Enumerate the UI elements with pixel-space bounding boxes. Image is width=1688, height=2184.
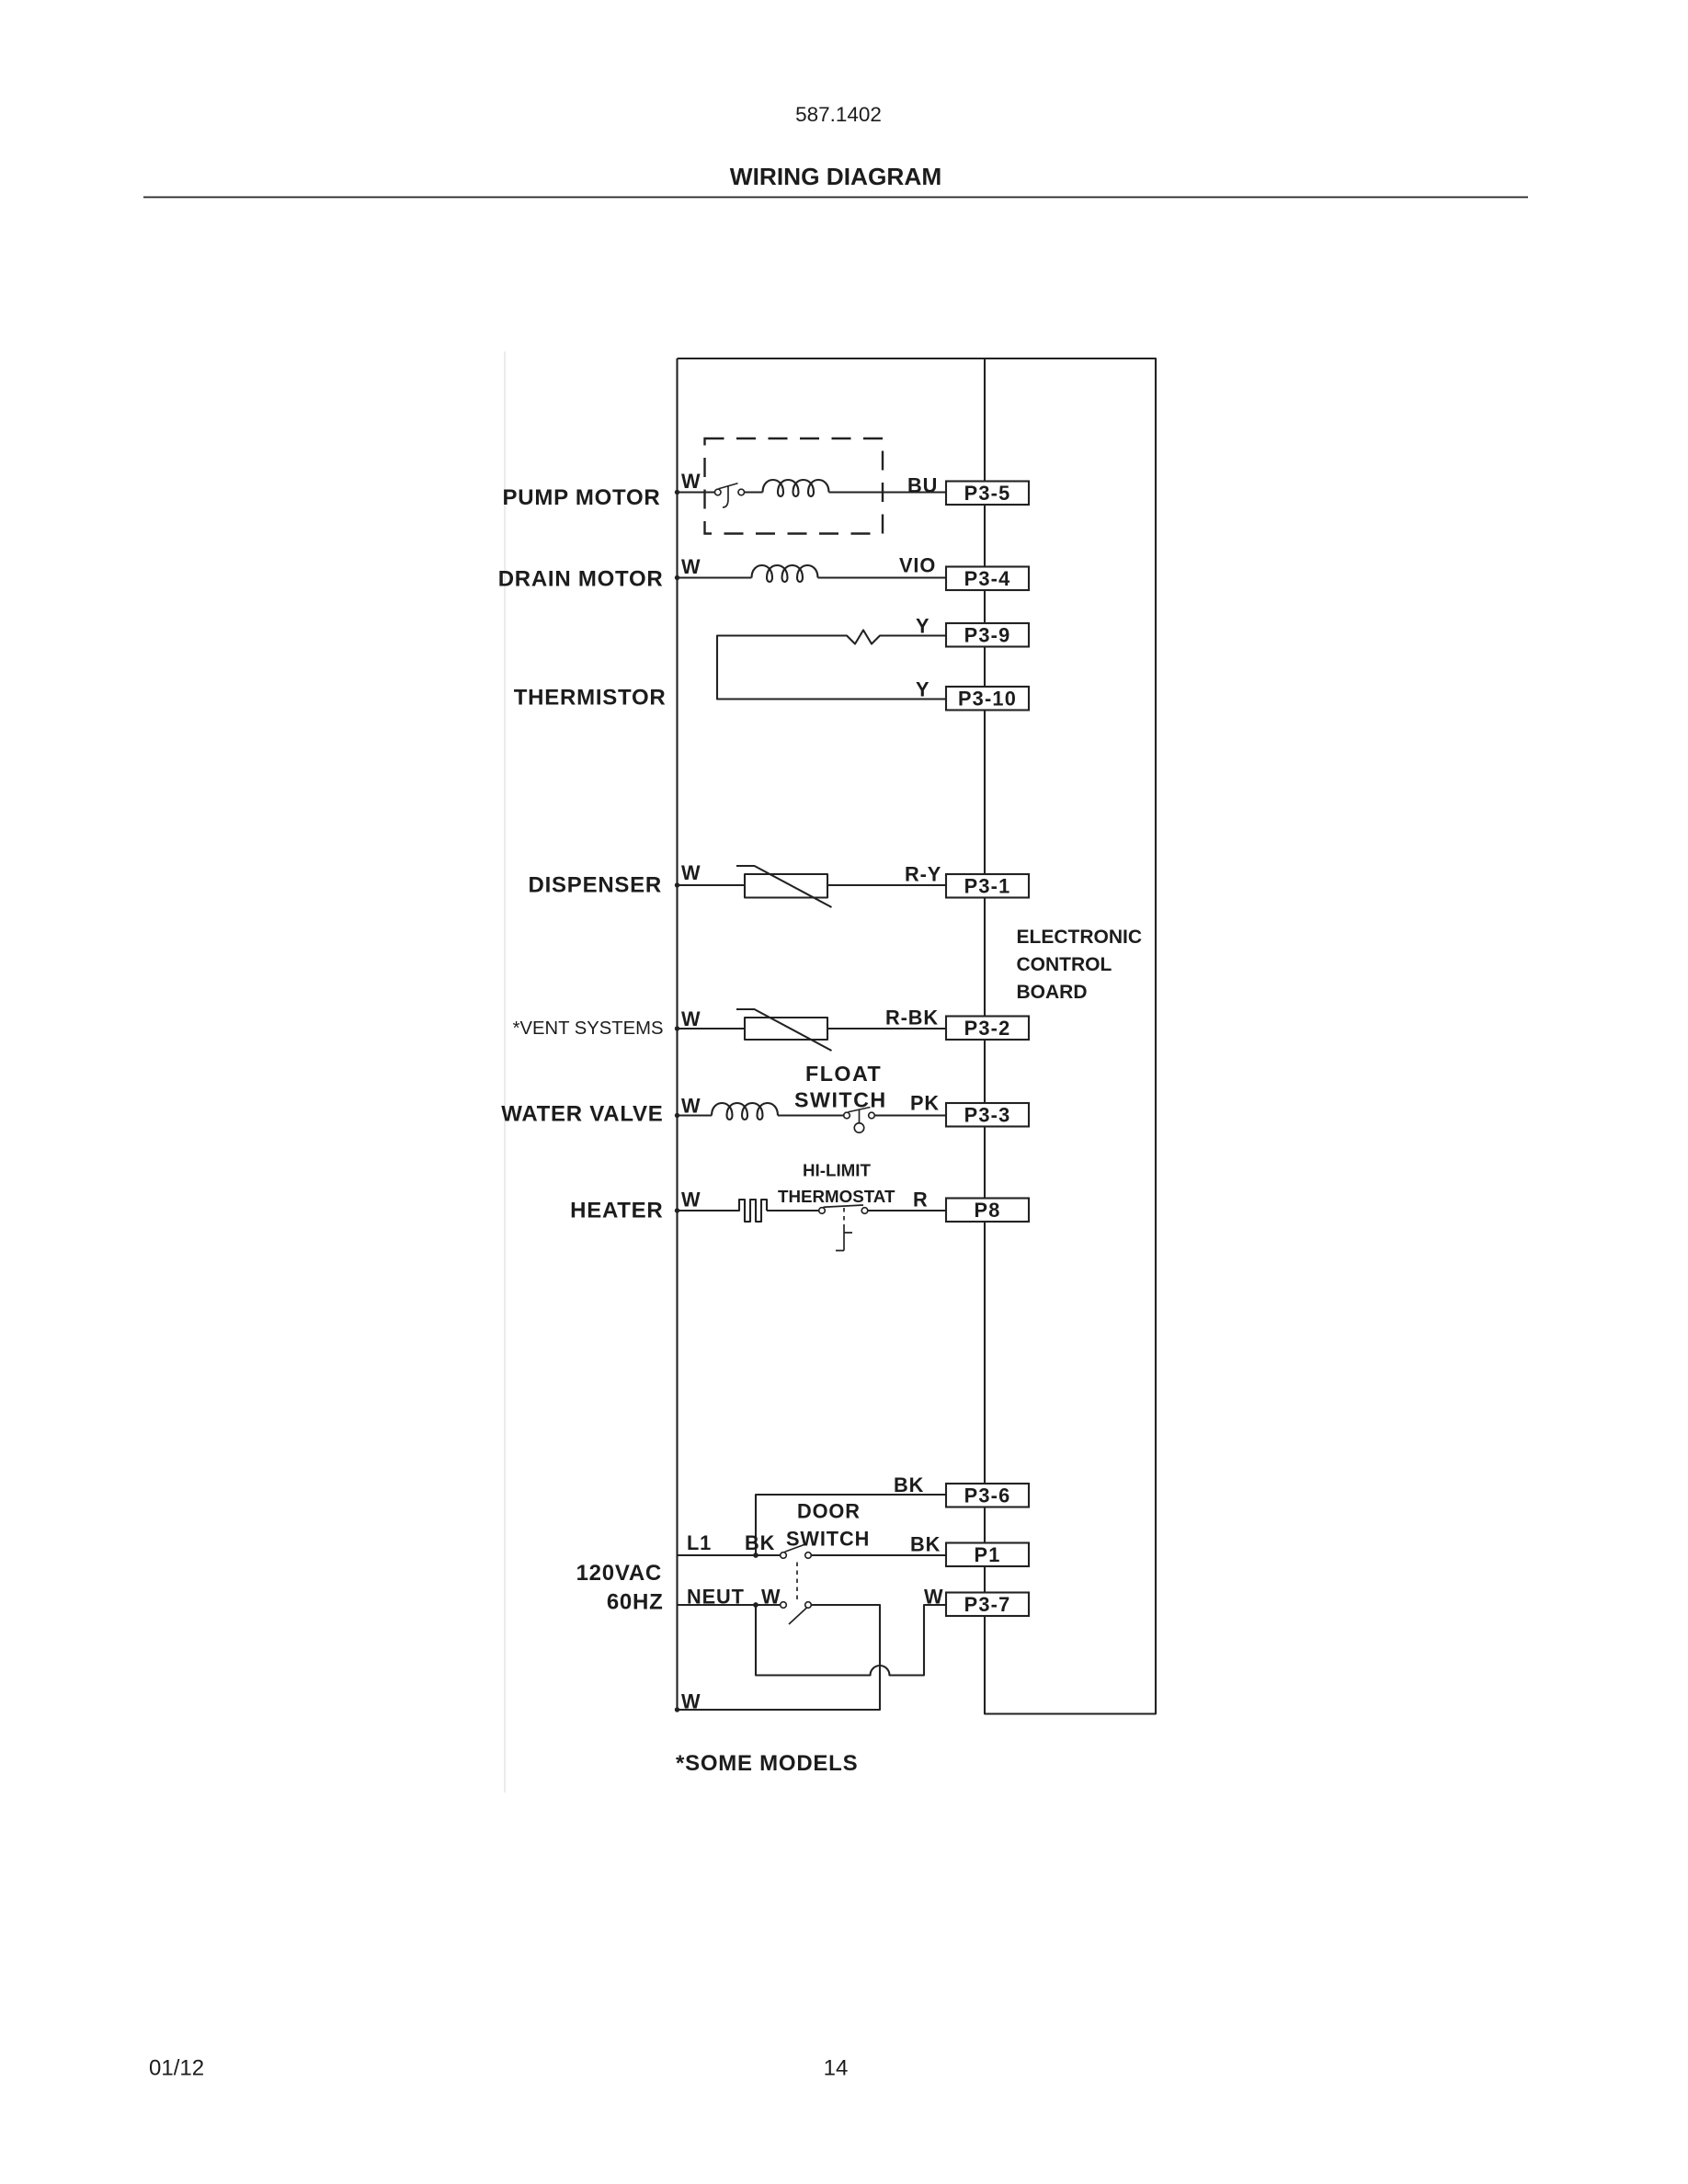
heater-wire-out-label: R bbox=[913, 1189, 929, 1211]
connector-p3-5-label: P3-5 bbox=[964, 482, 1011, 505]
heater-wire-in-label: W bbox=[681, 1189, 701, 1211]
connector-p3-6: P3-6 bbox=[944, 1482, 1031, 1508]
drain-motor-coil bbox=[750, 563, 819, 584]
dispenser-wire-in-label: W bbox=[681, 861, 701, 884]
thermistor-circuit: THERMISTOR Y Y P3-9 P3-10 bbox=[514, 615, 1031, 711]
connector-p3-2-label: P3-2 bbox=[964, 1017, 1011, 1040]
page-footer: 01/12 14 bbox=[149, 2056, 848, 2081]
heater-element bbox=[735, 1198, 769, 1223]
neutral-return-loop bbox=[754, 1603, 946, 1677]
hi-limit-label-line-1: HI-LIMIT bbox=[803, 1161, 871, 1180]
float-switch-label-line-2: SWITCH bbox=[794, 1088, 887, 1112]
supply-voltage-label: 120VAC bbox=[576, 1561, 662, 1586]
door-switch-label-line-2: SWITCH bbox=[786, 1528, 870, 1551]
door-switch-label-line-1: DOOR bbox=[797, 1500, 861, 1523]
vent-systems-label: *VENT SYSTEMS bbox=[513, 1018, 664, 1039]
drain-motor-circuit: DRAIN MOTOR W VIO P3-4 bbox=[498, 554, 1031, 592]
connector-p3-4-label: P3-4 bbox=[964, 567, 1011, 590]
connector-p3-5: P3-5 bbox=[944, 480, 1031, 506]
pump-motor-label: PUMP MOTOR bbox=[503, 485, 661, 510]
p3-6-wire bbox=[754, 1493, 946, 1555]
vent-ptc-slash bbox=[736, 1007, 832, 1052]
board-label-line-3: BOARD bbox=[1017, 982, 1088, 1003]
p3-7-wire-label: W bbox=[924, 1586, 943, 1609]
heater-circuit: HEATER HI-LIMIT THERMOSTAT W R P8 bbox=[570, 1161, 1031, 1252]
vent-systems-wire-out-label: R-BK bbox=[885, 1007, 939, 1029]
connector-p3-10-label: P3-10 bbox=[958, 687, 1017, 710]
hi-limit-label-line-2: THERMOSTAT bbox=[778, 1187, 895, 1206]
thermal-protector-switch bbox=[713, 482, 746, 508]
control-board: ELECTRONIC CONTROL BOARD bbox=[676, 357, 1158, 1715]
drain-motor-wire-in-label: W bbox=[681, 555, 701, 578]
neutral-wire bbox=[677, 1603, 882, 1712]
connector-p8-label: P8 bbox=[974, 1199, 1000, 1222]
water-valve-wire-out-label: PK bbox=[910, 1092, 940, 1115]
supply-frequency-label: 60HZ bbox=[607, 1590, 664, 1615]
connector-p1-label: P1 bbox=[974, 1543, 1000, 1566]
thermistor-wire-a-label: Y bbox=[916, 615, 930, 638]
connector-p3-4: P3-4 bbox=[944, 565, 1031, 592]
float-switch-label-line-1: FLOAT bbox=[805, 1062, 882, 1086]
line-l1-wire-label: BK bbox=[745, 1531, 775, 1554]
line-l1-label: L1 bbox=[687, 1531, 712, 1554]
pump-motor-wire-in-label: W bbox=[681, 470, 701, 493]
connector-p3-6-label: P3-6 bbox=[964, 1484, 1011, 1507]
dispenser-wire-out-label: R-Y bbox=[905, 863, 941, 886]
p3-6-wire-label: BK bbox=[894, 1473, 924, 1496]
connector-p1: P1 bbox=[944, 1541, 1031, 1568]
power-supply-circuit: 120VAC 60HZ BK DOOR SWITCH L1 BK BK NEUT… bbox=[576, 1473, 1031, 1713]
connector-p3-1-label: P3-1 bbox=[964, 874, 1011, 897]
connector-p8: P8 bbox=[944, 1197, 1031, 1223]
board-label-line-2: CONTROL bbox=[1017, 954, 1112, 975]
connector-p3-10: P3-10 bbox=[944, 685, 1031, 711]
float-switch bbox=[842, 1106, 876, 1134]
board-outline bbox=[677, 357, 1158, 1715]
thermistor-label: THERMISTOR bbox=[514, 686, 667, 711]
vent-ptc-heater bbox=[743, 1016, 829, 1041]
connector-p3-9-label: P3-9 bbox=[964, 623, 1011, 646]
drain-motor-label: DRAIN MOTOR bbox=[498, 567, 664, 592]
water-valve-circuit: WATER VALVE FLOAT SWITCH W PK P3-3 bbox=[501, 1062, 1031, 1134]
connector-p3-1: P3-1 bbox=[944, 872, 1031, 899]
pump-motor-dashed-enclosure bbox=[703, 437, 884, 535]
thermistor-wire-b-label: Y bbox=[916, 678, 930, 701]
page-number: 14 bbox=[824, 2056, 849, 2081]
board-label-line-1: ELECTRONIC bbox=[1017, 927, 1143, 948]
water-valve-wire-in-label: W bbox=[681, 1095, 701, 1118]
door-switch bbox=[779, 1543, 813, 1625]
page-title: WIRING DIAGRAM bbox=[730, 163, 941, 190]
hi-limit-thermostat bbox=[817, 1204, 869, 1252]
dispenser-ptc-slash bbox=[736, 864, 832, 908]
connector-p3-7: P3-7 bbox=[944, 1591, 1031, 1618]
return-wire-label: W bbox=[681, 1690, 701, 1713]
vent-systems-circuit: *VENT SYSTEMS W R-BK P3-2 bbox=[513, 1007, 1031, 1052]
connector-p3-7-label: P3-7 bbox=[964, 1593, 1011, 1616]
page-header: 587.1402 WIRING DIAGRAM bbox=[143, 103, 1528, 199]
heater-label: HEATER bbox=[570, 1199, 663, 1223]
neutral-wire-label: W bbox=[761, 1586, 781, 1609]
connector-p3-3-label: P3-3 bbox=[964, 1103, 1011, 1126]
drain-motor-wire-out-label: VIO bbox=[899, 554, 936, 577]
neutral-label: NEUT bbox=[687, 1586, 745, 1609]
p1-wire-label: BK bbox=[910, 1533, 941, 1556]
pump-motor-wire-out-label: BU bbox=[907, 474, 938, 497]
dispenser-circuit: DISPENSER W R-Y P3-1 bbox=[529, 861, 1031, 908]
revision-date: 01/12 bbox=[149, 2056, 204, 2081]
dispenser-label: DISPENSER bbox=[529, 873, 662, 898]
connector-p3-3: P3-3 bbox=[944, 1101, 1031, 1128]
connector-p3-2: P3-2 bbox=[944, 1015, 1031, 1041]
some-models-note: *SOME MODELS bbox=[676, 1751, 858, 1776]
pump-motor-circuit: PUMP MOTOR W BU P3-5 bbox=[503, 437, 1031, 535]
water-valve-coil bbox=[710, 1101, 780, 1121]
thermistor-loop-wire bbox=[715, 629, 946, 700]
connector-p3-9: P3-9 bbox=[944, 621, 1031, 648]
document-number: 587.1402 bbox=[795, 103, 882, 126]
pump-motor-coil bbox=[761, 478, 830, 498]
dispenser-ptc-heater bbox=[743, 872, 829, 899]
water-valve-label: WATER VALVE bbox=[501, 1102, 663, 1127]
vent-systems-wire-in-label: W bbox=[681, 1007, 701, 1030]
